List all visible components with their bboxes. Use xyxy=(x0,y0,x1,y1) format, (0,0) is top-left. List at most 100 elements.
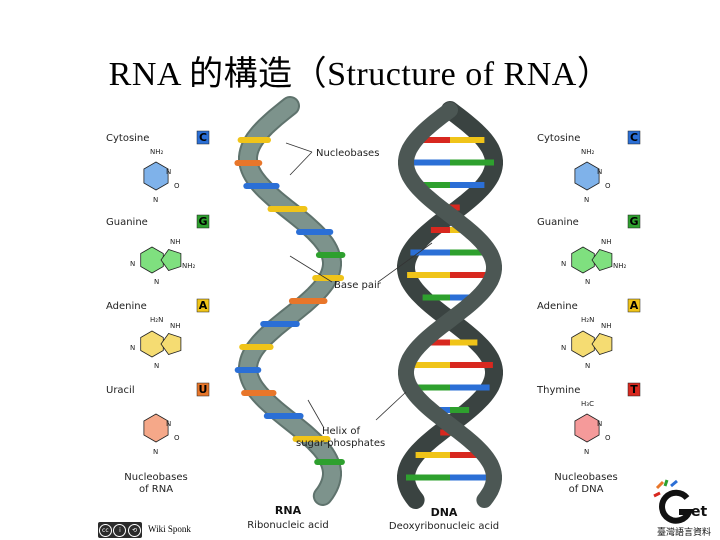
nucleobase-badge xyxy=(196,382,210,397)
atom-o: O xyxy=(605,434,611,442)
rna-nucleobase-rung xyxy=(263,413,304,419)
dna-base-left xyxy=(407,272,450,278)
base-ring-five xyxy=(160,249,182,271)
nucleobase-name: Guanine xyxy=(537,217,579,228)
logo-letters: et xyxy=(691,504,707,520)
nucleobase-badge xyxy=(627,130,641,145)
atom-n: N xyxy=(585,362,590,370)
dna-base-left xyxy=(440,429,450,436)
nucleobase-name: Thymine xyxy=(536,385,580,396)
atom-n: N xyxy=(561,344,566,352)
dna-base-right xyxy=(450,182,485,188)
page-title: RNA 的構造（Structure of RNA） xyxy=(108,56,612,93)
by-icon: i xyxy=(113,523,127,537)
dna-backbone-strand-2 xyxy=(398,102,502,508)
nucleobase-badge xyxy=(196,298,210,313)
dna-base-left xyxy=(406,474,450,481)
rna-nucleobase-rung xyxy=(288,298,328,304)
atom-n: N xyxy=(584,448,589,456)
dna-nucleobases-footer-line2: of DNA xyxy=(569,484,604,495)
base-ring-six xyxy=(143,413,169,443)
dna-backbone-strand-1 xyxy=(397,101,503,509)
rna-nucleobases-footer-line1: Nucleobases xyxy=(124,472,187,483)
logo-mark: et xyxy=(653,479,707,524)
dna-nucleobases-footer-line1: Nucleobases xyxy=(554,472,617,483)
dna-base-right xyxy=(450,452,485,458)
base-ring-six xyxy=(571,330,595,358)
helix-pointer-2 xyxy=(375,391,407,421)
dna-base-right xyxy=(450,204,460,211)
dna-base-right xyxy=(450,294,478,301)
cc-icon: cc xyxy=(98,523,112,537)
nucleobases-pointer-2 xyxy=(289,151,313,176)
functional-group: H₃C xyxy=(581,400,594,408)
rna-nucleobase-rung xyxy=(314,459,345,465)
nucleobase-badge-letter: U xyxy=(199,383,208,396)
functional-group: H₂N xyxy=(581,316,594,324)
rna-nucleobase-rung xyxy=(243,183,280,189)
sa-icon: ⟲ xyxy=(128,523,142,537)
base-ring-six xyxy=(574,413,600,443)
nucleobase-name: Cytosine xyxy=(537,133,580,144)
dna-base-left xyxy=(415,182,450,188)
functional-group: H₂N xyxy=(150,316,163,324)
atom-n: N xyxy=(130,260,135,268)
base-ring-six xyxy=(140,330,164,358)
helix-label-line1: Helix of xyxy=(322,426,360,437)
helix-pointer-1 xyxy=(307,399,325,429)
dna-helix xyxy=(397,101,503,509)
image-credit: Wiki Sponk xyxy=(148,524,191,534)
rna-nucleobases-footer-line2: of RNA xyxy=(139,484,173,495)
nucleobase-badge-letter: A xyxy=(630,299,639,312)
logo-caption: 臺灣語言資料 xyxy=(657,526,711,538)
dna-base-left xyxy=(410,249,450,256)
rna-nucleobase-rung xyxy=(292,436,331,442)
base-ring-five xyxy=(591,249,613,271)
dna-base-left xyxy=(422,339,450,346)
base-ring-six xyxy=(574,161,600,191)
nucleobase-badge xyxy=(627,214,641,229)
rna-nucleobase-rung xyxy=(315,252,346,258)
nucleobase-name: Adenine xyxy=(106,301,147,312)
nucleobase-badge xyxy=(196,214,210,229)
dna-base-left xyxy=(430,227,450,233)
base-ring-six xyxy=(140,246,164,274)
dna-base-left xyxy=(422,294,450,301)
dna-base-left xyxy=(406,159,450,166)
atom-n: N xyxy=(166,420,171,428)
nucleobase-badge-letter: A xyxy=(199,299,208,312)
atom-o: O xyxy=(174,434,180,442)
rna-nucleobase-rung xyxy=(267,206,308,212)
nucleobases-annotation: Nucleobases xyxy=(285,142,379,176)
dna-base-right xyxy=(450,407,470,413)
nucleobase-badge xyxy=(196,130,210,145)
dna-base-right xyxy=(450,384,490,391)
rna-nucleobase-rung xyxy=(237,137,271,143)
rna-nucleobase-rung xyxy=(312,275,345,281)
rna-caption-title: RNA xyxy=(275,504,302,517)
dna-caption-sub: Deoxyribonucleic acid xyxy=(389,521,499,532)
get-logo: et 臺灣語言資料 xyxy=(653,479,711,538)
atom-n: N xyxy=(130,344,135,352)
atom-n: N xyxy=(584,196,589,204)
atom-n: N xyxy=(597,420,602,428)
helix-label-line2: sugar-phosphates xyxy=(296,438,385,449)
dna-base-right xyxy=(450,362,493,368)
creative-commons-badge: cc i ⟲ xyxy=(98,522,142,538)
nucleobase-badge-letter: C xyxy=(630,131,638,144)
atom-n: N xyxy=(153,448,158,456)
atom-n: N xyxy=(153,196,158,204)
rna-caption-sub: Ribonucleic acid xyxy=(247,520,329,531)
nucleobases-label: Nucleobases xyxy=(316,148,379,159)
base-pair-pointer-1 xyxy=(377,242,433,283)
rna-nucleobase-rung xyxy=(239,344,274,350)
atom-o: O xyxy=(174,182,180,190)
